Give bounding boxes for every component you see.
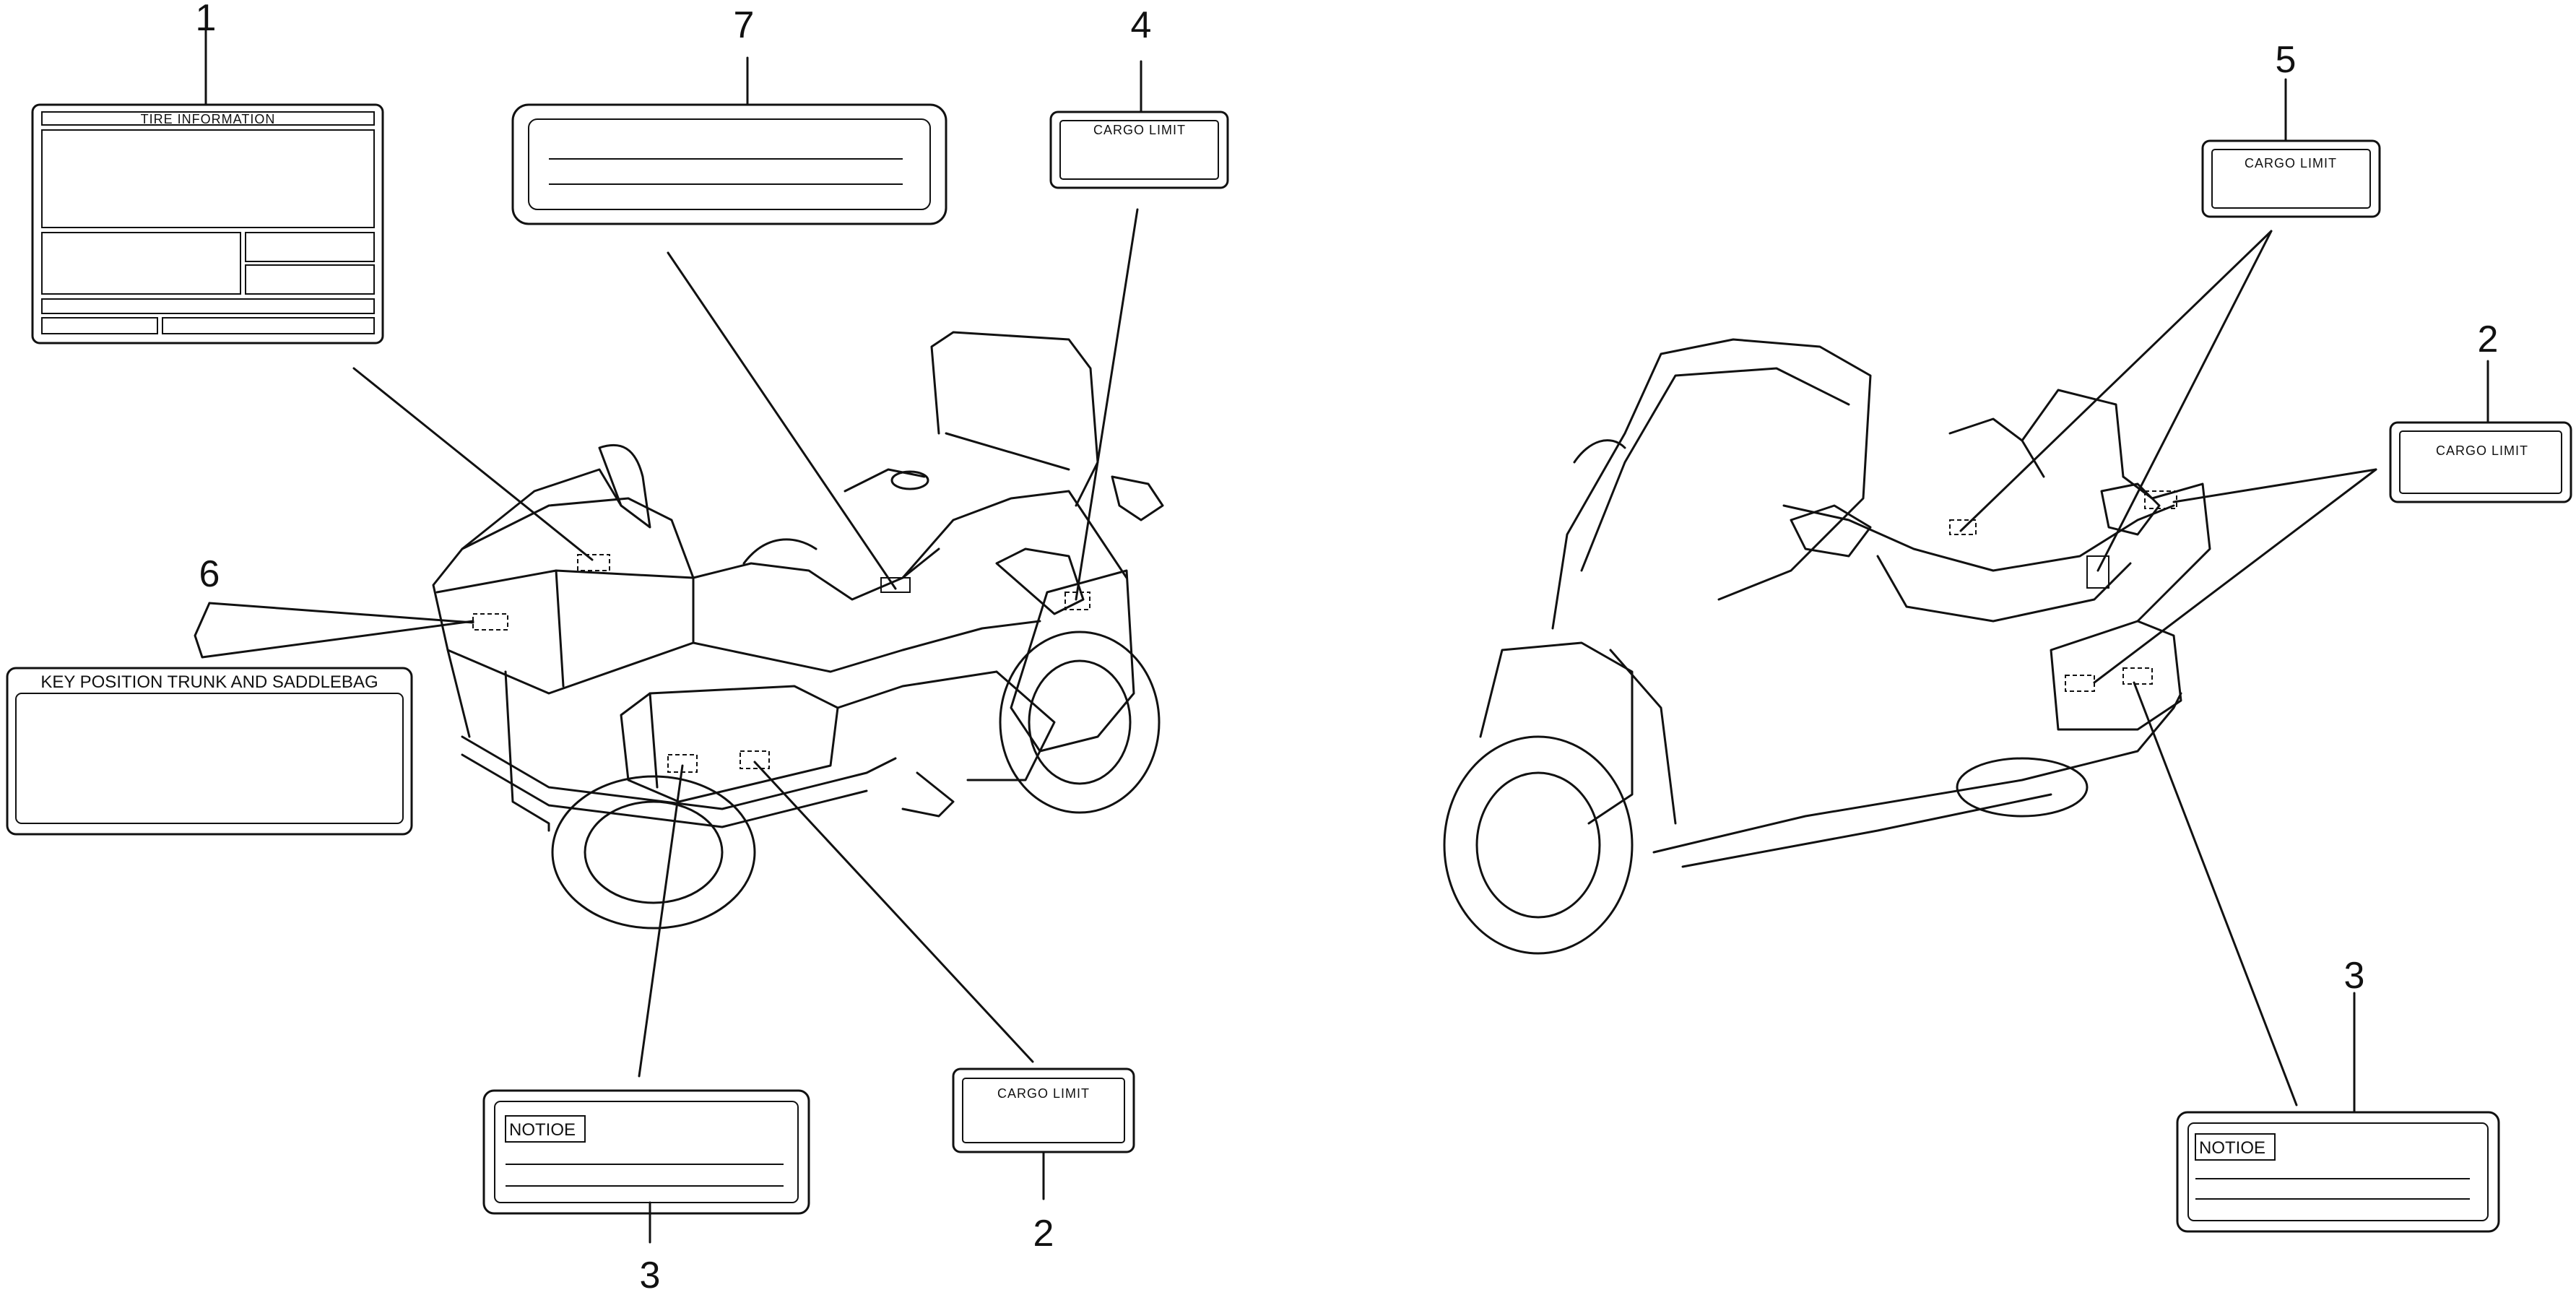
cargo-limit-text-5: CARGO LIMIT	[2245, 156, 2337, 170]
cargo-limit-text-4: CARGO LIMIT	[1093, 123, 1186, 137]
callout-4: 4	[1131, 4, 1152, 46]
callout-7: 7	[734, 4, 755, 46]
leader-lines	[194, 27, 2489, 1244]
cargo-limit-label-5: CARGO LIMIT	[2201, 139, 2381, 218]
key-position-label: KEY POSITION TRUNK AND SADDLEBAG	[6, 667, 413, 836]
callout-2-left: 2	[1033, 1213, 1054, 1255]
blank-label-7	[511, 103, 947, 225]
motorcycle-rear-view	[432, 331, 1164, 930]
tire-label-text: TIRE INFORMATION	[141, 112, 276, 126]
tire-information-label: TIRE INFORMATION	[31, 103, 384, 345]
key-position-text: KEY POSITION TRUNK AND SADDLEBAG	[40, 672, 378, 692]
cargo-limit-label-2-left: CARGO LIMIT	[952, 1067, 1135, 1153]
notice-label-right: NOTIOE	[2176, 1111, 2500, 1233]
callout-3-left: 3	[640, 1255, 661, 1295]
notice-text-right: NOTIOE	[2199, 1138, 2265, 1158]
notice-text-left: NOTIOE	[509, 1120, 576, 1140]
callout-numbers: 1 7 4 6 3 2 5 2 3	[196, 0, 2499, 1295]
notice-label-left: NOTIOE	[482, 1089, 810, 1215]
motorcycle-front-view	[1443, 338, 2211, 955]
cargo-limit-text-2b: CARGO LIMIT	[2436, 443, 2528, 458]
callout-3-right: 3	[2344, 955, 2365, 997]
cargo-limit-text-2a: CARGO LIMIT	[997, 1086, 1090, 1101]
cargo-limit-label-2-right: CARGO LIMIT	[2389, 421, 2572, 503]
callout-2-right: 2	[2478, 319, 2499, 360]
callout-6: 6	[199, 553, 220, 595]
cargo-limit-label-4: CARGO LIMIT	[1049, 111, 1229, 189]
callout-5: 5	[2276, 39, 2297, 81]
callout-1: 1	[196, 0, 217, 39]
